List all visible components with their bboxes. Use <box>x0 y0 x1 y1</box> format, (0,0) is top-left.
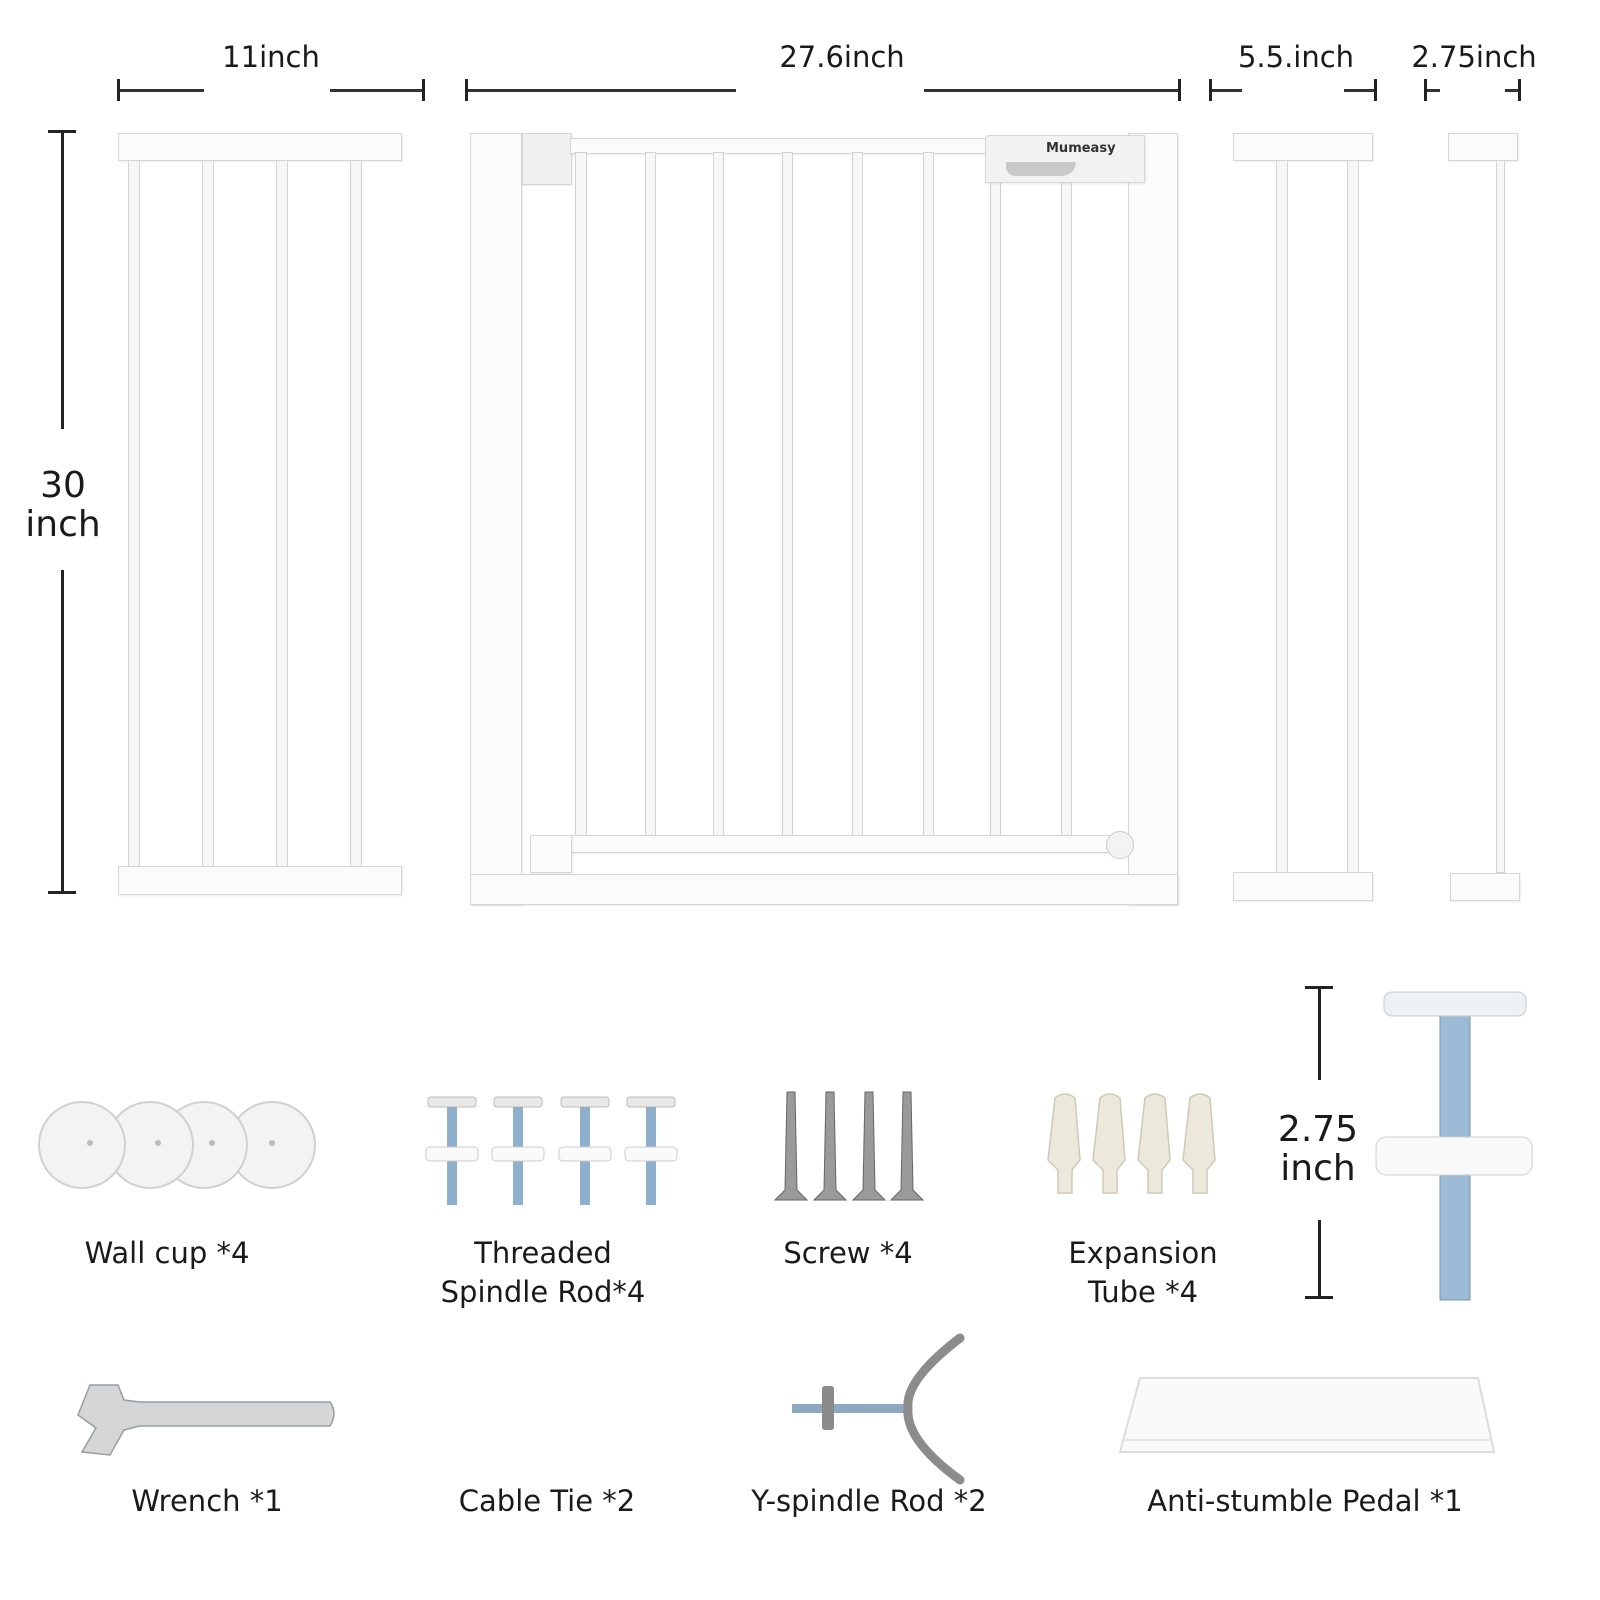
label-wall-cup: Wall cup *4 <box>84 1236 250 1270</box>
threaded-spindle-rods <box>425 1096 678 1205</box>
label-line: Expansion <box>1068 1236 1218 1270</box>
height-label: 30 inch <box>25 466 100 544</box>
label-line: Spindle Rod*4 <box>440 1275 646 1309</box>
label-anti-stumble-pedal: Anti-stumble Pedal *1 <box>1147 1484 1463 1518</box>
spindle-rod-closeup <box>1375 991 1533 1301</box>
dimension-tick <box>422 79 425 101</box>
dimension-line <box>118 89 204 92</box>
dimension-tick <box>1209 79 1212 101</box>
dimension-tick <box>1424 79 1427 101</box>
dimension-2-75inch: 2.75inch <box>1411 40 1537 74</box>
dimension-27-6inch: 27.6inch <box>779 40 905 74</box>
dimension-tick <box>1374 79 1377 101</box>
y-spindle-rod <box>792 1333 965 1485</box>
height-value: 30 <box>40 465 86 506</box>
label-wrench: Wrench *1 <box>131 1484 283 1518</box>
dimension-11inch: 11inch <box>222 40 320 74</box>
wall-cups <box>38 1101 316 1189</box>
label-y-spindle-rod: Y-spindle Rod *2 <box>751 1484 987 1518</box>
dimension-tick <box>117 79 120 101</box>
dimension-line <box>330 89 424 92</box>
dimension-line <box>924 89 1180 92</box>
label-screw: Screw *4 <box>783 1236 913 1270</box>
dimension-line <box>1505 89 1520 92</box>
dimension-tick <box>1518 79 1521 101</box>
expansion-tubes <box>1047 1093 1216 1194</box>
brand-logo: Mumeasy <box>1046 141 1116 156</box>
hinge-knob <box>1106 831 1134 859</box>
label-expansion-tube: Expansion Tube *4 <box>1068 1234 1217 1312</box>
dimension-line <box>61 131 64 429</box>
dimension-line <box>466 89 736 92</box>
latch-handle: Mumeasy <box>985 135 1145 183</box>
dimension-line <box>1318 1220 1321 1298</box>
anti-stumble-pedal <box>1118 1377 1496 1453</box>
dimension-5-5inch: 5.5.inch <box>1237 40 1355 74</box>
rod-length-unit: inch <box>1280 1148 1356 1189</box>
rod-length-value: 2.75 <box>1277 1109 1359 1150</box>
label-line: Tube *4 <box>1087 1275 1199 1309</box>
wrench <box>77 1384 335 1456</box>
dimension-tick <box>48 891 76 894</box>
rod-length-label: 2.75 inch <box>1278 1110 1358 1188</box>
dimension-line <box>1210 89 1242 92</box>
label-cable-tie: Cable Tie *2 <box>458 1484 636 1518</box>
dimension-line <box>1344 89 1376 92</box>
dimension-tick <box>465 79 468 101</box>
screws <box>773 1091 925 1201</box>
dimension-line <box>1318 987 1321 1080</box>
dimension-tick <box>1305 1296 1333 1299</box>
dimension-line <box>1425 89 1440 92</box>
label-threaded-spindle-rod: Threaded Spindle Rod*4 <box>441 1234 646 1312</box>
label-line: Threaded <box>474 1236 612 1270</box>
height-unit: inch <box>25 504 101 545</box>
dimension-line <box>61 570 64 893</box>
dimension-tick <box>1178 79 1181 101</box>
